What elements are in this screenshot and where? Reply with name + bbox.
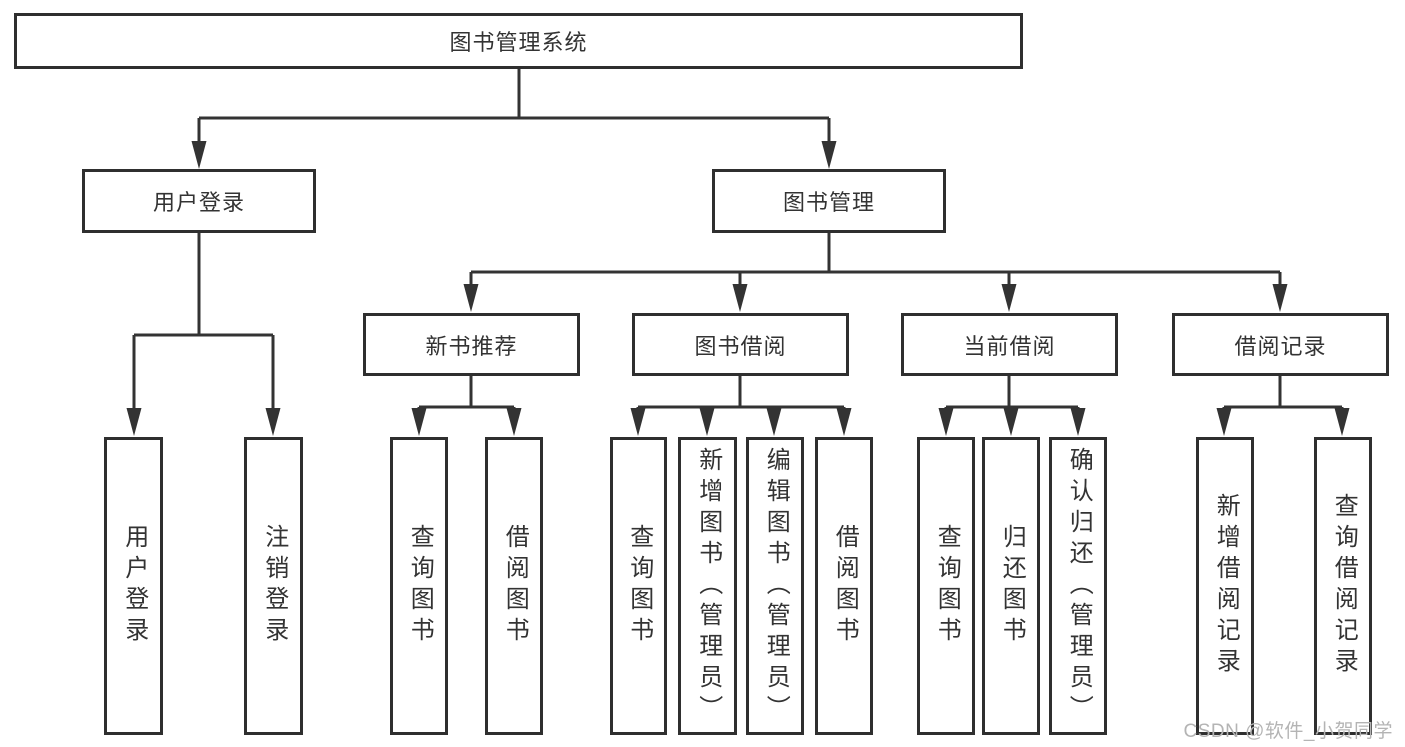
node-label: 当前借阅 [963, 333, 1056, 359]
leaf-confirm-return-admin: 确认归还（管理员） [1049, 437, 1107, 735]
arrow-down-icon [126, 408, 142, 436]
node-label: 新增借阅记录 [1212, 493, 1240, 679]
node-label: 新增图书（管理员） [694, 446, 722, 726]
leaf-add-borrow-record: 新增借阅记录 [1196, 437, 1254, 735]
node-label: 借阅图书 [831, 524, 859, 648]
branch-user-login [126, 233, 281, 436]
branch-new-book-recommend [411, 376, 522, 436]
node-label: 编辑图书（管理员） [762, 446, 790, 726]
node-label: 图书管理 [782, 190, 875, 215]
arrow-down-icon [1001, 284, 1017, 312]
node-current-borrow: 当前借阅 [901, 313, 1118, 376]
leaf-user-login: 用户登录 [104, 437, 163, 735]
node-library-system: 图书管理系统 [14, 13, 1023, 69]
arrow-down-icon [463, 284, 479, 312]
node-borrow-records: 借阅记录 [1172, 313, 1389, 376]
node-new-book-recommend: 新书推荐 [363, 313, 580, 376]
arrow-down-icon [766, 408, 782, 436]
leaf-return-books: 归还图书 [982, 437, 1040, 735]
node-label: 查询借阅记录 [1330, 493, 1358, 679]
arrow-down-icon [265, 408, 281, 436]
watermark: CSDN @软件_小贺同学 [1183, 721, 1393, 742]
node-book-borrow: 图书借阅 [632, 313, 849, 376]
node-label: 查询图书 [625, 524, 653, 648]
leaf-query-books-borrow: 查询图书 [610, 437, 667, 735]
node-label: 注销登录 [260, 524, 288, 648]
branch-book-management [463, 233, 1288, 312]
leaf-borrow-books-recommend: 借阅图书 [485, 437, 543, 735]
arrow-down-icon [506, 408, 522, 436]
arrow-down-icon [836, 408, 852, 436]
arrow-down-icon [699, 408, 715, 436]
arrow-down-icon [1216, 408, 1232, 436]
arrow-down-icon [1070, 408, 1086, 436]
leaf-query-borrow-record: 查询借阅记录 [1314, 437, 1372, 735]
node-label: 用户登录 [120, 524, 148, 648]
node-label: 查询图书 [406, 524, 434, 648]
arrow-down-icon [1003, 408, 1019, 436]
node-label: 借阅图书 [501, 524, 529, 648]
arrow-down-icon [191, 141, 207, 169]
leaf-edit-book-admin: 编辑图书（管理员） [746, 437, 804, 735]
node-label: 确认归还（管理员） [1065, 446, 1093, 726]
branch-book-borrow [630, 376, 852, 436]
leaf-borrow-books: 借阅图书 [815, 437, 873, 735]
node-label: 新书推荐 [425, 333, 518, 359]
leaf-logout: 注销登录 [244, 437, 303, 735]
node-label: 查询图书 [933, 524, 961, 648]
arrow-down-icon [630, 408, 646, 436]
node-label: 归还图书 [998, 524, 1026, 648]
node-label: 图书管理系统 [449, 30, 588, 55]
node-book-management: 图书管理 [712, 169, 946, 233]
leaf-query-books-recommend: 查询图书 [390, 437, 448, 735]
node-label: 借阅记录 [1234, 333, 1327, 359]
arrow-down-icon [1334, 408, 1350, 436]
leaf-query-books-current: 查询图书 [917, 437, 975, 735]
branch-current-borrow [938, 376, 1086, 436]
arrow-down-icon [1272, 284, 1288, 312]
arrow-down-icon [938, 408, 954, 436]
arrow-down-icon [411, 408, 427, 436]
arrow-down-icon [732, 284, 748, 312]
branch-borrow-records [1216, 376, 1350, 436]
leaf-add-book-admin: 新增图书（管理员） [678, 437, 737, 735]
arrow-down-icon [821, 141, 837, 169]
node-user-login: 用户登录 [82, 169, 316, 233]
branch-root-to-level2 [191, 68, 837, 169]
node-label: 用户登录 [152, 190, 245, 215]
node-label: 图书借阅 [694, 333, 787, 359]
